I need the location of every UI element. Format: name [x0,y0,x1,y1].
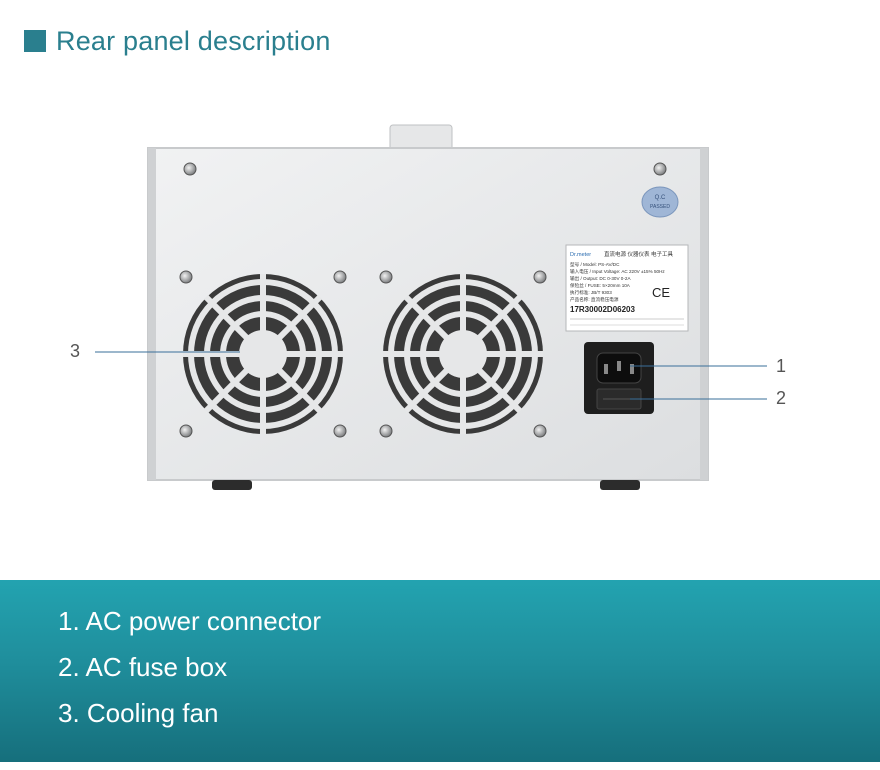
spec-label-plate: Dr.meter 直流电源 仪器仪表 电子工具 型号 / Model: PS-A… [565,244,689,332]
svg-text:保险丝 / FUSE: 5×20mm 10A: 保险丝 / FUSE: 5×20mm 10A [570,282,631,289]
legend-item-cooling-fan: 3. Cooling fan [58,698,219,728]
cooling-fan-left [183,274,343,434]
svg-text:输入电压 / Input Voltage: AC 220V: 输入电压 / Input Voltage: AC 220V ±15% 50Hz [570,268,665,275]
svg-text:17R30002D06203: 17R30002D06203 [570,305,635,314]
svg-text:Q.C: Q.C [655,195,666,201]
legend-panel: 1. AC power connector 2. AC fuse box 3. … [0,580,880,762]
svg-text:型号 / Model: PS-AV/DC: 型号 / Model: PS-AV/DC [570,261,620,268]
svg-text:输出 / Output: DC 0-30V 0-2A: 输出 / Output: DC 0-30V 0-2A [570,275,631,282]
qc-passed-sticker: Q.C PASSED [641,186,679,218]
legend-item-ac-power-connector: 1. AC power connector [58,606,322,636]
screw-icons [179,162,667,438]
foot-left [212,480,252,490]
callout-label-3: 3 [70,341,81,361]
legend-item-ac-fuse-box: 2. AC fuse box [58,652,228,682]
bottom-strip [0,762,880,770]
cooling-fan-right [383,274,543,434]
rear-panel-photo: Q.C PASSED Dr.meter 直流电源 仪器仪表 电子工具 型号 / … [95,124,767,490]
title-square-icon [24,30,46,52]
svg-text:Dr.meter: Dr.meter [570,252,591,258]
svg-text:PASSED: PASSED [650,204,670,210]
page-title: Rear panel description [56,25,331,56]
callout-label-2: 2 [776,388,787,408]
svg-text:CE: CE [652,285,670,300]
svg-text:产品名称: 直流稳压电源: 产品名称: 直流稳压电源 [570,296,619,303]
svg-text:执行标准: JB/T 9303: 执行标准: JB/T 9303 [570,289,612,296]
section-header: Rear panel description [24,24,331,58]
foot-right [600,480,640,490]
callout-label-1: 1 [776,356,787,376]
ac-fuse-box [596,388,642,410]
svg-text:直流电源 仪器仪表 电子工具: 直流电源 仪器仪表 电子工具 [604,250,674,258]
